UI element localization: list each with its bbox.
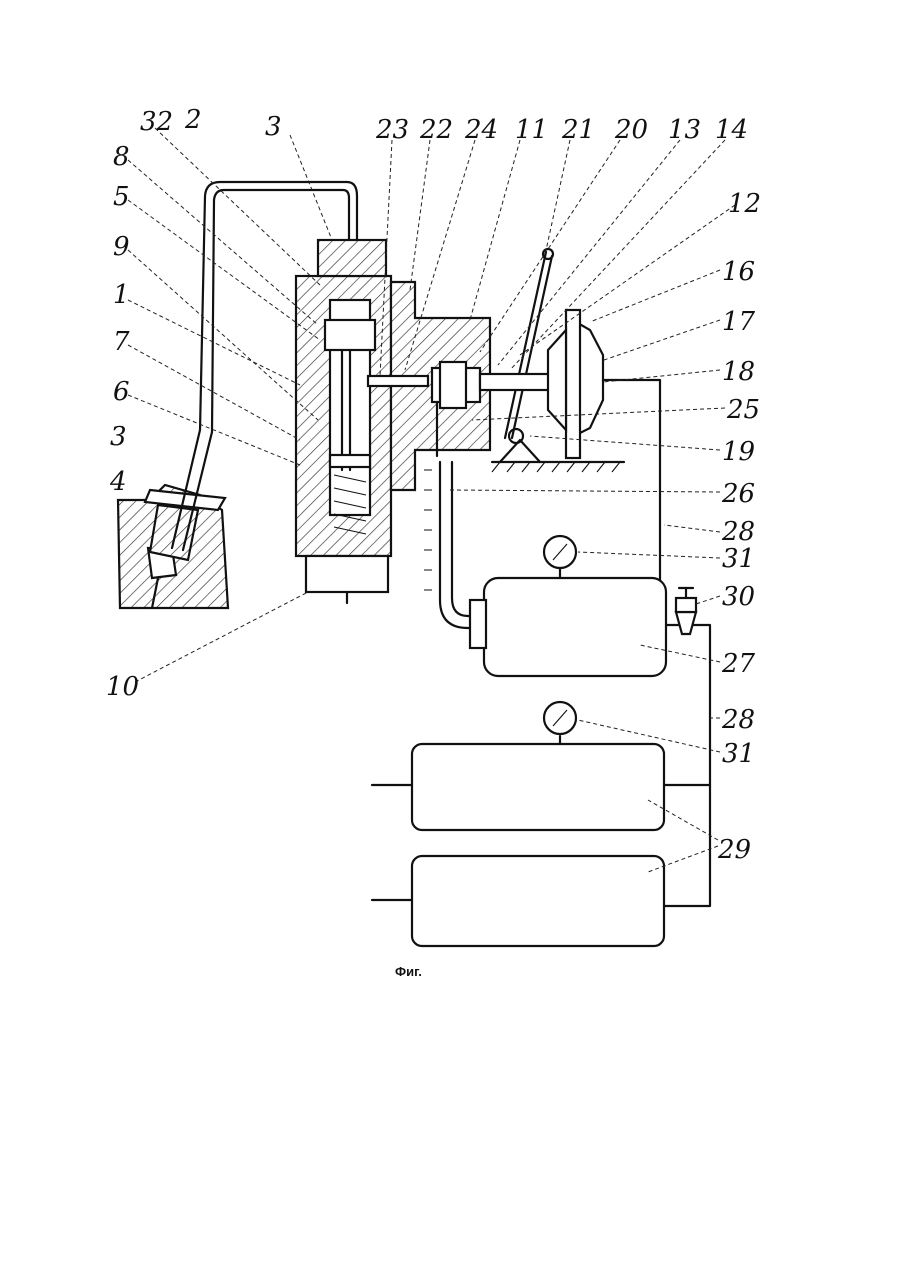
label-18: 18 <box>722 357 755 387</box>
label-25: 25 <box>726 395 760 425</box>
label-29: 29 <box>717 835 751 865</box>
label-30: 30 <box>722 582 755 612</box>
label-31-top: 31 <box>722 544 755 574</box>
label-9: 9 <box>113 232 130 262</box>
label-32: 32 <box>140 107 173 137</box>
label-3-top: 3 <box>265 112 282 142</box>
label-8: 8 <box>113 142 130 172</box>
label-4: 4 <box>109 467 127 497</box>
label-24: 24 <box>464 115 498 145</box>
label-13: 13 <box>668 115 701 145</box>
label-26: 26 <box>721 479 755 509</box>
label-14: 14 <box>715 115 748 145</box>
pump-body <box>296 240 391 603</box>
label-28-top: 28 <box>721 517 755 547</box>
figure-caption: Фиг. <box>395 964 422 979</box>
label-12: 12 <box>728 189 761 219</box>
label-31-bottom: 31 <box>722 739 755 769</box>
label-1: 1 <box>113 280 130 310</box>
label-16: 16 <box>722 257 755 287</box>
label-28-bottom: 28 <box>721 705 755 735</box>
label-6: 6 <box>113 377 130 407</box>
label-11: 11 <box>515 115 548 145</box>
label-23: 23 <box>375 115 409 145</box>
label-21: 21 <box>561 115 595 145</box>
label-22: 22 <box>419 115 453 145</box>
label-19: 19 <box>722 437 755 467</box>
diaphragm-actuator <box>480 310 603 458</box>
receiver-tank <box>470 536 696 676</box>
air-bottles <box>372 702 664 946</box>
label-10: 10 <box>106 672 139 702</box>
label-5: 5 <box>113 182 130 212</box>
label-17: 17 <box>722 307 756 337</box>
label-27: 27 <box>721 649 756 679</box>
label-7: 7 <box>113 327 130 357</box>
label-2: 2 <box>184 105 202 135</box>
label-20: 20 <box>614 115 648 145</box>
label-3-left: 3 <box>110 422 127 452</box>
